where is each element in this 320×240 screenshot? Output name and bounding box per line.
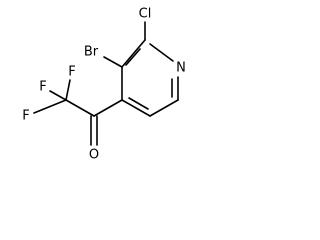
bond-carbonyl-cf3 (65, 99, 95, 117)
bond-c3-br (103, 56, 123, 68)
fluorine-top-right-label: F (68, 65, 75, 80)
bond-c4-c5 (121, 99, 151, 117)
bond-n-c2 (149, 43, 174, 62)
chemical-structure: Cl Br N O F F F (22, 7, 186, 163)
bromine-label: Br (84, 45, 99, 60)
bond-cf3-f-top-left (49, 90, 67, 101)
bond-c2-c3 (121, 39, 146, 68)
fluorine-top-left-label: F (39, 80, 46, 95)
bond-c2-c3-inner (125, 48, 141, 66)
fluorine-bottom-label: F (22, 109, 29, 124)
bond-c4-c5-inner (128, 97, 149, 110)
bond-c5-c6 (149, 99, 179, 117)
chlorine-label: Cl (139, 7, 152, 22)
oxygen-label: O (89, 148, 99, 163)
bond-cf3-f-top-right (65, 79, 71, 101)
bond-cf3-f-bottom (33, 99, 67, 114)
bond-c4-carbonyl (93, 99, 123, 117)
nitrogen-label: N (176, 61, 186, 76)
